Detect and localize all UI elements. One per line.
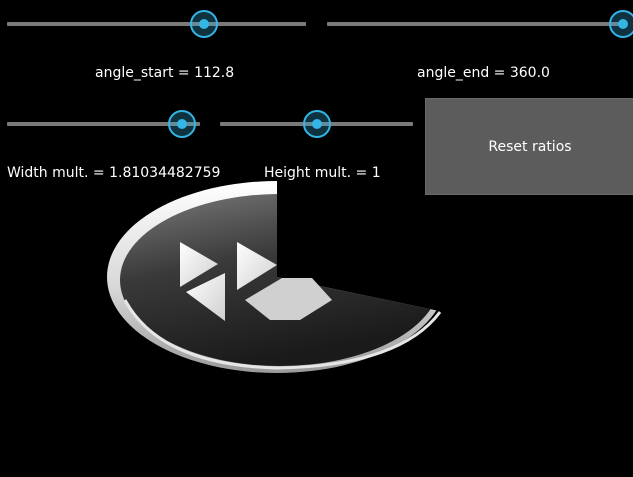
angle-end-slider[interactable] bbox=[327, 6, 633, 42]
angle-start-label: angle_start = 112.8 bbox=[95, 65, 235, 81]
slider-thumb[interactable] bbox=[190, 10, 219, 38]
slider-thumb[interactable] bbox=[609, 10, 633, 38]
angle-end-label: angle_end = 360.0 bbox=[417, 65, 550, 81]
slider-track bbox=[7, 122, 200, 126]
slider-thumb[interactable] bbox=[167, 110, 196, 138]
height-mult-slider[interactable] bbox=[220, 106, 413, 142]
slider-track bbox=[327, 22, 623, 26]
height-mult-label: Height mult. = 1 bbox=[264, 165, 381, 181]
pie-sector bbox=[107, 181, 447, 373]
slider-thumb[interactable] bbox=[302, 110, 331, 138]
reset-ratios-button[interactable]: Reset ratios bbox=[425, 98, 633, 195]
width-mult-label: Width mult. = 1.81034482759 bbox=[7, 165, 221, 181]
fast-forward-icon bbox=[180, 242, 332, 321]
slider-track bbox=[7, 22, 306, 26]
width-mult-slider[interactable] bbox=[7, 106, 200, 142]
angle-start-slider[interactable] bbox=[7, 6, 306, 42]
